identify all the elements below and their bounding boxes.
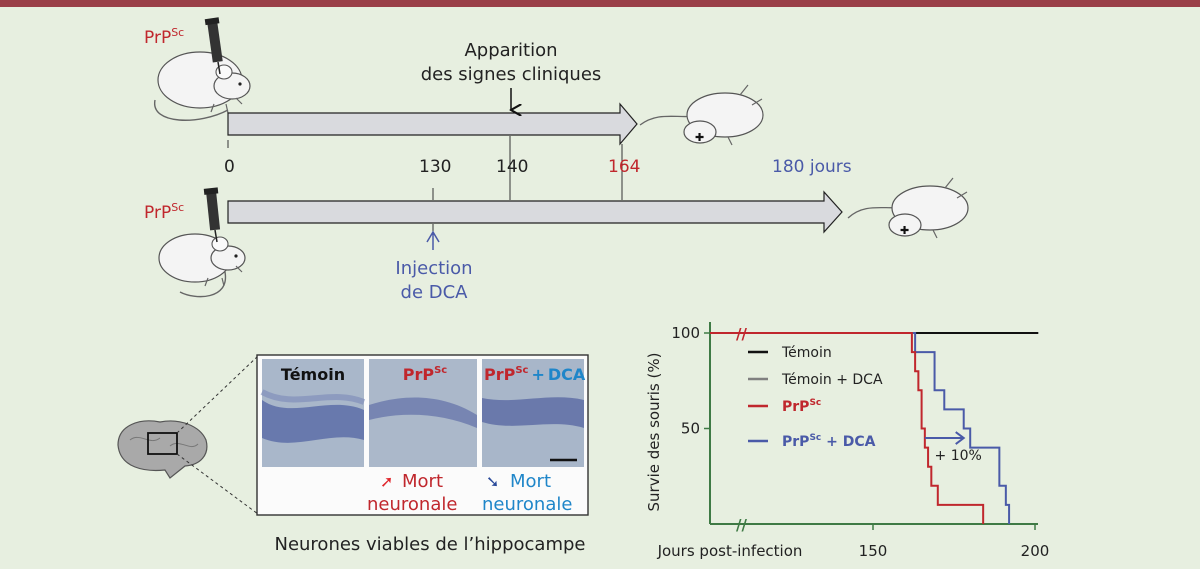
dead-mouse-top-icon: ✚ bbox=[639, 84, 764, 146]
tick-label-140: 140 bbox=[496, 157, 528, 177]
series-line-2 bbox=[710, 332, 985, 524]
x-axis-break-mark: // bbox=[736, 516, 747, 534]
clinical-signs-label-2: des signes cliniques bbox=[421, 64, 602, 85]
brain-selection-box bbox=[147, 432, 178, 455]
neuronale-label-prp: neuronale bbox=[367, 494, 457, 515]
y-tick-label: 50 bbox=[681, 420, 700, 438]
panel-label-prp: PrPSc bbox=[403, 365, 448, 384]
injection-arrow-icon bbox=[426, 230, 440, 250]
svg-text:✚: ✚ bbox=[900, 224, 909, 237]
x-tick-label: 200 bbox=[1021, 542, 1050, 560]
prp-label-bottom: PrPSc bbox=[144, 201, 184, 223]
tick-label-180-jours: 180 jours bbox=[772, 157, 852, 177]
series-line-3 bbox=[710, 332, 1011, 524]
series-break-mark: // bbox=[736, 325, 747, 343]
y-tick-label: 100 bbox=[671, 324, 700, 342]
histology-panel-prp-dca bbox=[482, 359, 584, 467]
histology-panel-prp bbox=[369, 359, 477, 467]
injection-label-2: de DCA bbox=[401, 282, 469, 303]
panel-label-prp-dca: PrPSc+DCA bbox=[484, 365, 586, 384]
mouse-with-syringe-bottom-icon bbox=[158, 187, 246, 298]
tick-label-0: 0 bbox=[224, 157, 235, 177]
legend-label-0: Témoin bbox=[781, 345, 832, 361]
neuronale-label-dca: neuronale bbox=[482, 494, 572, 515]
mort-label-dca: Mort bbox=[510, 471, 551, 492]
histology-caption: Neurones viables de l’hippocampe bbox=[274, 534, 585, 555]
gain-annotation: + 10% bbox=[935, 448, 982, 464]
timeline-arrow-untreated bbox=[227, 102, 638, 146]
tick-label-164: 164 bbox=[608, 157, 640, 177]
prp-label-top: PrPSc bbox=[144, 26, 184, 48]
chart-xlabel: Jours post-infection bbox=[657, 542, 803, 560]
zoom-line-bottom bbox=[176, 453, 259, 515]
arrow-down-icon: ➘ bbox=[486, 472, 499, 491]
mort-label-prp: Mort bbox=[402, 471, 443, 492]
dead-mouse-bottom-icon: ✚ bbox=[847, 177, 969, 239]
legend-label-2: PrPSc bbox=[782, 398, 821, 415]
tick-label-130: 130 bbox=[419, 157, 451, 177]
panel-label-temoin: Témoin bbox=[281, 365, 345, 384]
svg-text:✚: ✚ bbox=[695, 131, 704, 144]
timeline-ticks bbox=[227, 136, 623, 232]
top-color-bar bbox=[0, 0, 1200, 7]
brain-icon bbox=[117, 420, 208, 479]
timeline-arrow-dca bbox=[227, 190, 843, 234]
x-tick-label: 150 bbox=[859, 542, 888, 560]
chart-ylabel: Survie des souris (%) bbox=[645, 353, 663, 512]
injection-label-1: Injection bbox=[395, 258, 472, 279]
arrow-up-icon: ➚ bbox=[380, 472, 393, 491]
legend-label-3: PrPSc + DCA bbox=[782, 433, 876, 450]
mouse-with-syringe-top-icon bbox=[154, 17, 251, 121]
gain-arrow-head-icon bbox=[955, 431, 966, 445]
survival-chart: Survie des souris (%) Jours post-infecti… bbox=[645, 322, 1049, 560]
clinical-signs-label-1: Apparition bbox=[464, 40, 557, 61]
histology-panel-temoin bbox=[260, 359, 366, 467]
zoom-line-top bbox=[176, 355, 259, 434]
legend-label-1: Témoin + DCA bbox=[781, 372, 883, 388]
